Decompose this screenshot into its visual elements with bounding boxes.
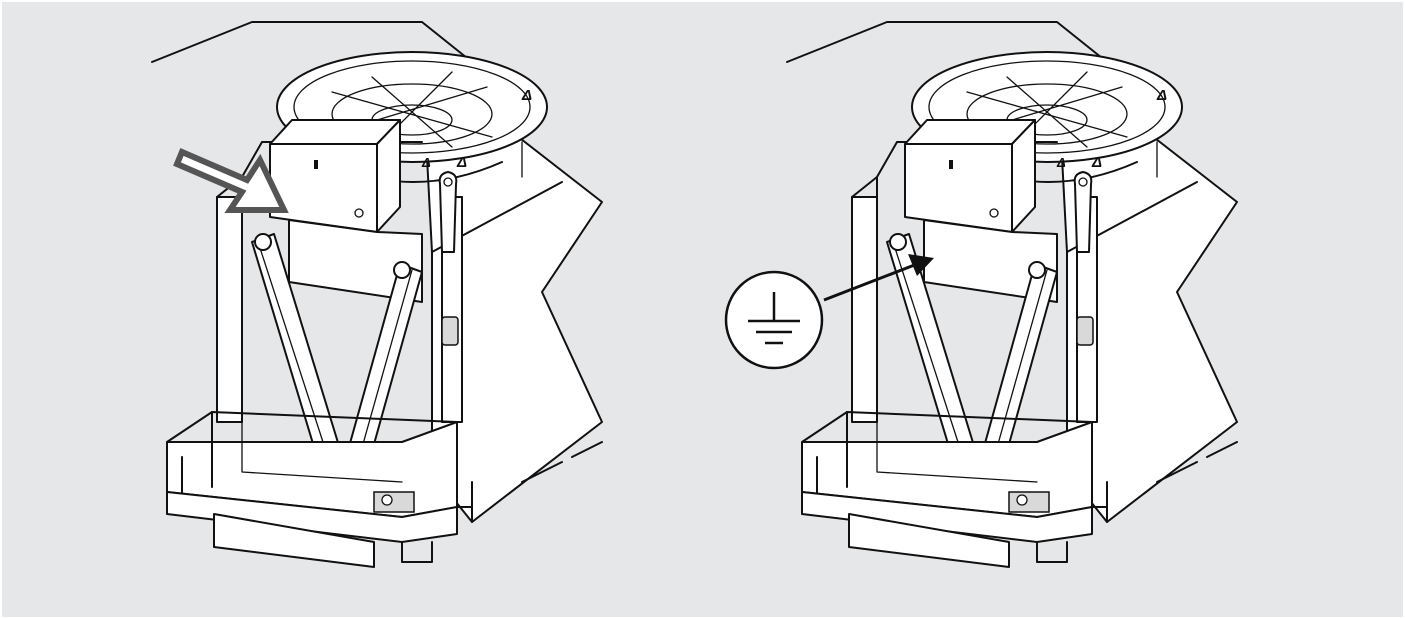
ground-symbol-icon: [724, 270, 824, 370]
hollow-arrow-icon: [173, 148, 289, 213]
leader-arrow-icon: [823, 254, 934, 302]
